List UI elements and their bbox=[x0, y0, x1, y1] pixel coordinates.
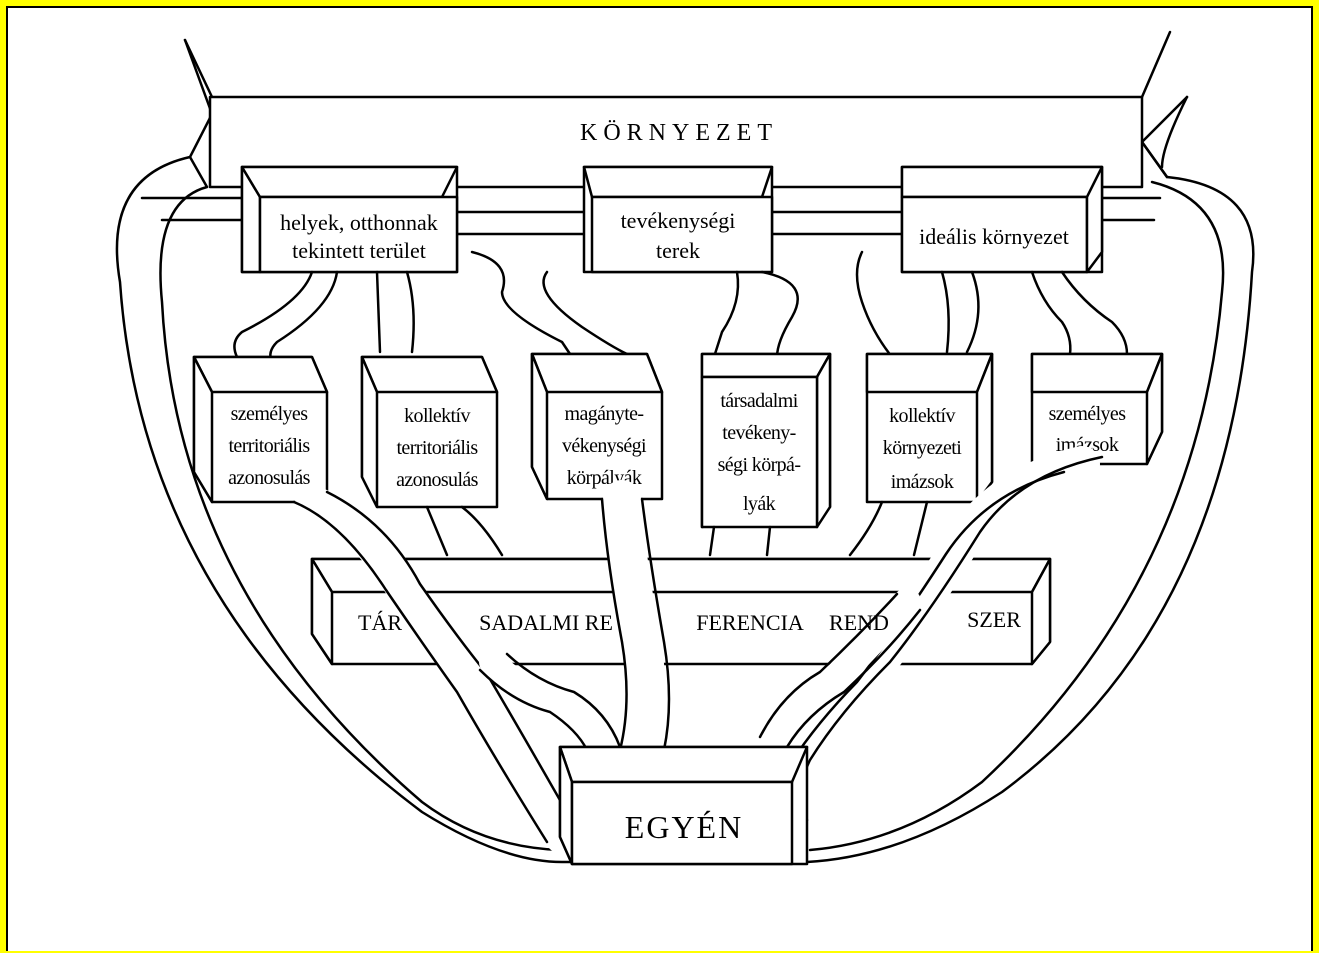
mid-box-4-line-1: társadalmi bbox=[720, 390, 798, 412]
individual-box: EGYÉN bbox=[558, 745, 809, 866]
ribbon-right-small bbox=[758, 588, 922, 756]
ribbon-center bbox=[600, 480, 671, 769]
middle-box-kollektiv-territorialis: kollektív territoriális azonosulás bbox=[360, 355, 499, 509]
top-connector-bands bbox=[140, 196, 1162, 236]
middle-box-szemelyes-territorialis: személyes territoriális azonosulás bbox=[192, 355, 329, 504]
ribbon-left-inner bbox=[292, 485, 579, 854]
mid-box-4-line-3: ségi körpá- bbox=[718, 454, 801, 476]
mid-box-1-line-1: személyes bbox=[231, 403, 309, 425]
diagram-panel: KÖRNYEZET helyek, otthonnak tekintett ter… bbox=[6, 6, 1313, 951]
mid-box-3-line-2: vékenységi bbox=[562, 435, 647, 457]
mid-box-2-line-2: territoriális bbox=[396, 437, 478, 459]
middle-box-kollektiv-kornyezeti: kollektív környezeti imázsok bbox=[865, 352, 994, 504]
top-box-helyek: helyek, otthonnak tekintett terület bbox=[240, 165, 459, 274]
mid-box-1-line-3: azonosulás bbox=[228, 467, 311, 489]
mid-box-5-line-1: kollektív bbox=[889, 405, 955, 427]
top-to-middle-connectors bbox=[233, 250, 1129, 364]
top-box-tevekenysegi-line-2: terek bbox=[656, 238, 700, 263]
band-segment-5: SZER bbox=[967, 607, 1021, 632]
middle-box-tarsadalmi-tevekenysegi: társadalmi tevékeny-ségi körpá-lyák bbox=[700, 352, 832, 529]
top-box-idealis: ideális környezet bbox=[900, 165, 1104, 274]
top-box-helyek-line-2: tekintett terület bbox=[292, 238, 426, 263]
top-box-tevekenysegi-line-1: tevékenységi bbox=[621, 208, 736, 233]
mid-box-6-line-1: személyes bbox=[1049, 403, 1127, 425]
svg-text:ideális környezet: ideális környezet bbox=[919, 224, 1069, 249]
mid-box-2-line-3: azonosulás bbox=[396, 469, 479, 491]
band-segment-4: REND bbox=[829, 610, 889, 635]
band-segment-2: SADALMI RE bbox=[479, 610, 613, 635]
mid-box-3-line-1: magányte- bbox=[564, 403, 643, 425]
top-box-helyek-line-1: helyek, otthonnak bbox=[280, 210, 438, 235]
middle-to-band-connectors bbox=[425, 500, 929, 557]
mid-box-1-line-2: territoriális bbox=[228, 435, 310, 457]
ribbon-left-small bbox=[478, 649, 622, 763]
environment-label: KÖRNYEZET bbox=[580, 120, 778, 146]
mid-box-5-line-3: imázsok bbox=[891, 471, 954, 493]
reference-system-labels: TÁR SADALMI RE FERENCIA REND SZER bbox=[358, 607, 1021, 635]
mid-box-2-line-1: kollektív bbox=[404, 405, 470, 427]
top-box-idealis-line-1: ideális környezet bbox=[919, 224, 1069, 249]
top-box-tevekenysegi: tevékenységi terek bbox=[582, 165, 774, 274]
environment-box: KÖRNYEZET bbox=[208, 95, 1144, 189]
individual-label: EGYÉN bbox=[625, 809, 743, 845]
band-segment-1: TÁR bbox=[358, 610, 402, 635]
band-segment-3: FERENCIA bbox=[696, 610, 804, 635]
environment-model-diagram: KÖRNYEZET helyek, otthonnak tekintett ter… bbox=[115, 30, 1255, 866]
mid-box-5-line-2: környezeti bbox=[883, 437, 962, 459]
mid-box-4-line-4: lyák bbox=[743, 493, 776, 515]
mid-box-4-line-2: tevékeny- bbox=[722, 422, 795, 444]
